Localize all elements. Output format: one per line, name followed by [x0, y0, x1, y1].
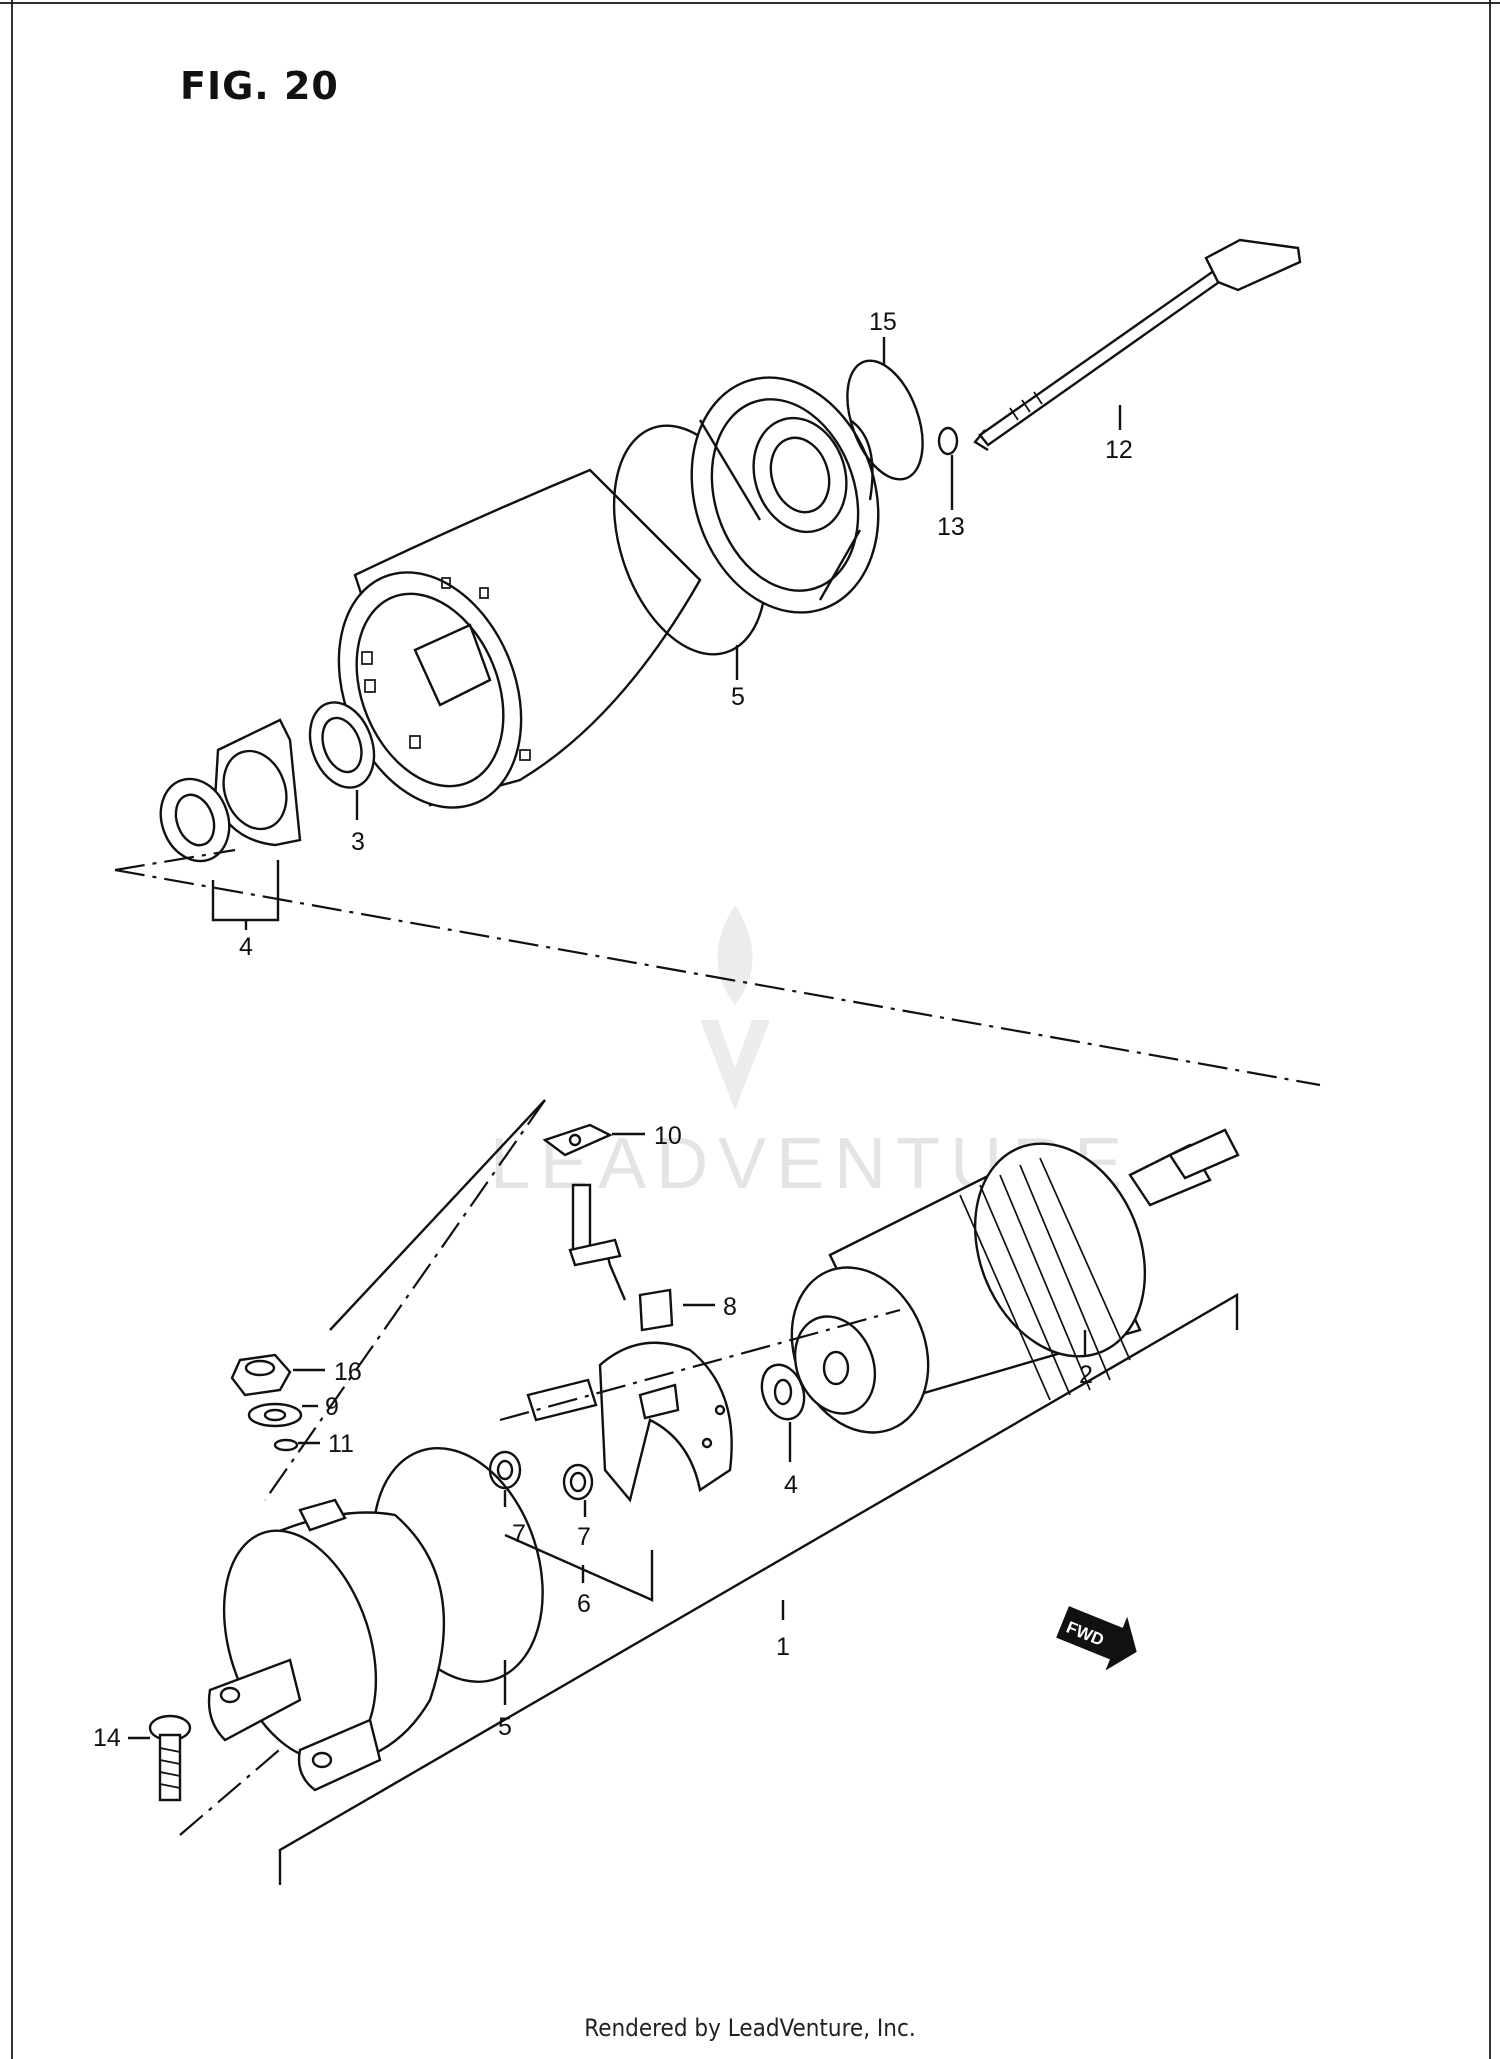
callout-2: 2 — [1079, 1361, 1093, 1389]
callout-15: 15 — [869, 308, 897, 336]
assembly-line-housing — [264, 1099, 546, 1501]
yoke-housing — [337, 468, 702, 809]
nut-16 — [230, 1353, 292, 1397]
callout-4-lower: 4 — [784, 1471, 798, 1499]
callout-10: 10 — [654, 1122, 682, 1150]
bushing-3 — [308, 701, 376, 789]
through-bolt-12 — [973, 238, 1302, 452]
bracket-6 — [504, 1533, 654, 1602]
washer-lower — [760, 1363, 806, 1421]
washer-13 — [937, 426, 959, 456]
forward-direction-arrow: FWD — [1056, 1606, 1137, 1671]
callout-4-upper: 4 — [239, 933, 253, 961]
brush-left — [488, 1450, 522, 1490]
callout-1: 1 — [776, 1633, 790, 1661]
bracket-group-1 — [278, 1292, 1239, 1885]
callout-3: 3 — [351, 828, 365, 856]
washer-11 — [273, 1438, 299, 1452]
assembly-line-upper-left — [114, 848, 236, 872]
callout-6: 6 — [577, 1590, 591, 1618]
assembly-line-terminal — [329, 1099, 546, 1331]
screw-14 — [148, 1714, 192, 1802]
assembly-line-screw — [179, 1744, 286, 1836]
assembly-line-armature — [499, 1308, 901, 1422]
callout-16: 16 — [334, 1358, 362, 1386]
callout-13: 13 — [937, 513, 965, 541]
callout-5-lower: 5 — [498, 1713, 512, 1741]
callout-5-upper: 5 — [731, 683, 745, 711]
washer-9 — [247, 1402, 303, 1428]
callout-12: 12 — [1105, 436, 1133, 464]
figure-title: FIG. 20 — [180, 64, 339, 108]
brush-holder-plate — [526, 1341, 733, 1503]
callout-9: 9 — [325, 1393, 339, 1421]
front-housing — [207, 1498, 446, 1792]
callout-14: 14 — [93, 1724, 121, 1752]
rear-bracket — [690, 376, 880, 614]
brush-right — [562, 1463, 594, 1501]
terminal-plate-10 — [542, 1123, 613, 1157]
terminal-bolt — [568, 1183, 622, 1267]
washer-set-upper — [159, 718, 302, 863]
assembly-line-diagonal — [114, 868, 1321, 1087]
callout-11: 11 — [328, 1430, 354, 1458]
callout-7-left: 7 — [512, 1520, 526, 1548]
callout-8: 8 — [723, 1293, 737, 1321]
callout-7-right: 7 — [577, 1523, 591, 1551]
footer-credit: Rendered by LeadVenture, Inc. — [584, 2014, 916, 2042]
armature-2 — [790, 1128, 1240, 1434]
o-ring-15 — [846, 359, 924, 481]
